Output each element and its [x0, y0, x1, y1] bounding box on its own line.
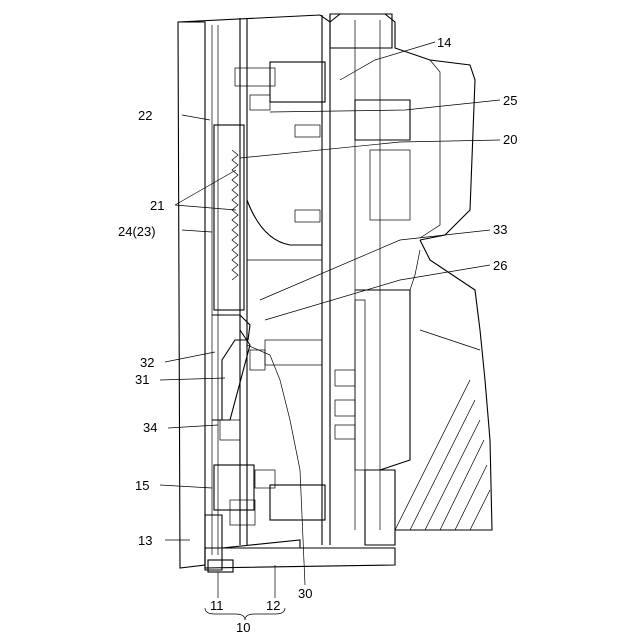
top-frame [178, 14, 475, 240]
label-12: 12 [266, 598, 280, 613]
label-26: 26 [493, 258, 507, 273]
label-15: 15 [135, 478, 149, 493]
label-11: 11 [210, 598, 224, 613]
label-21: 21 [150, 198, 164, 213]
label-14: 14 [437, 35, 451, 50]
label-34: 34 [143, 420, 157, 435]
label-22: 22 [138, 108, 152, 123]
inner-panels [212, 15, 380, 555]
label-33: 33 [493, 222, 507, 237]
light-guide-20-21 [214, 125, 322, 310]
label-30: 30 [298, 586, 312, 601]
label-10: 10 [236, 620, 250, 635]
label-32: 32 [140, 355, 154, 370]
label-31: 31 [135, 372, 149, 387]
mid-housing [265, 290, 410, 470]
lever-mechanism [212, 315, 300, 470]
label-13: 13 [138, 533, 152, 548]
label-25: 25 [503, 93, 517, 108]
label-24-23: 24(23) [118, 224, 156, 239]
lower-connector-15 [214, 465, 395, 545]
base-10 [205, 515, 395, 572]
label-20: 20 [503, 132, 517, 147]
